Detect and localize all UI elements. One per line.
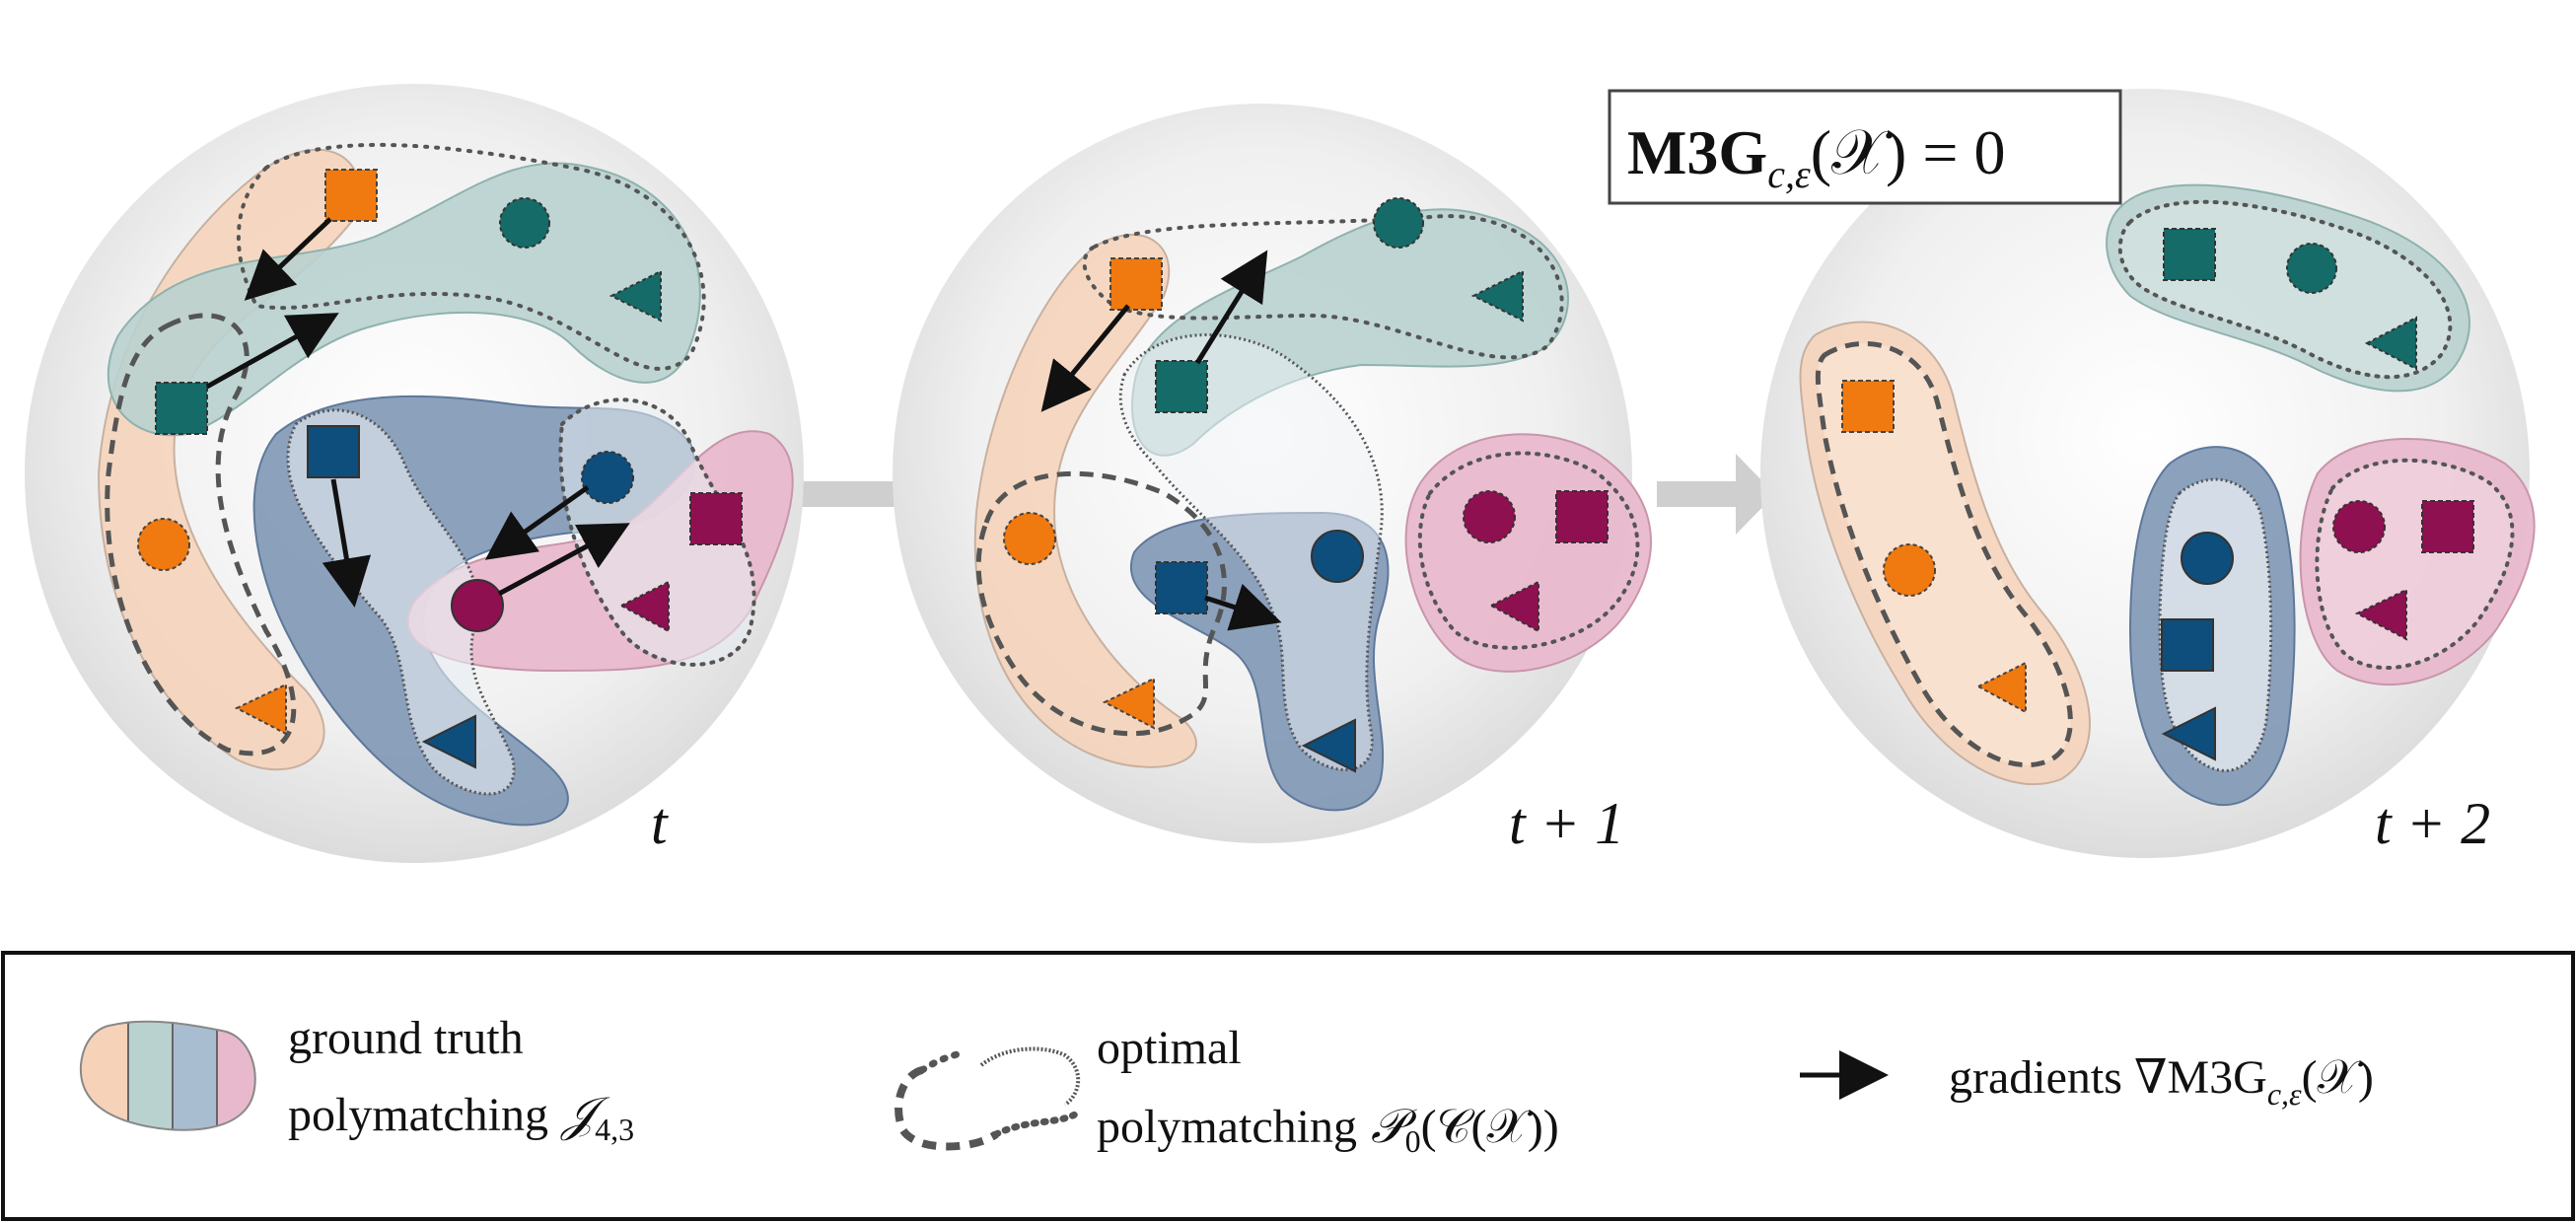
opt-contour-dashed-orange [1815, 340, 2073, 768]
gradient-arrow [322, 478, 372, 608]
point-navy-triangle [1301, 718, 1356, 773]
point-magenta-square [689, 492, 743, 545]
gradient-arrow [205, 313, 339, 390]
point-orange-circle [1883, 543, 1936, 597]
point-orange-circle [137, 518, 190, 571]
point-magenta-circle [1463, 490, 1516, 543]
gradient-arrow [1204, 583, 1282, 631]
point-orange-square [1841, 380, 1895, 433]
panel-t: t [25, 84, 804, 863]
opt-contour-dotted-top [236, 142, 706, 371]
legend-ground-truth-sub: 4,3 [595, 1112, 634, 1147]
legend-optimal-line1: optimal [1097, 1022, 1242, 1074]
opt-contour-solid-center [286, 408, 516, 796]
point-teal-circle [499, 197, 550, 249]
panel-t-plus-1: t + 1 [893, 104, 1652, 856]
gradient-arrow [484, 484, 590, 560]
gt-blob-magenta [1404, 433, 1652, 673]
opt-contour-dashed-left [105, 313, 297, 756]
point-magenta-triangle [2354, 588, 2407, 641]
legend-optimal-line2: polymatching [1097, 1101, 1357, 1153]
panel-label-t-plus-1: t + 1 [1509, 791, 1624, 856]
transition-bar-2 [1657, 481, 1746, 507]
point-magenta-circle [2332, 500, 2386, 553]
gradient-arrow [497, 523, 630, 597]
point-teal-circle [1373, 197, 1424, 249]
point-navy-circle [1311, 530, 1364, 583]
legend-gradients-text: gradients ∇M3G [1949, 1051, 2267, 1104]
point-navy-square [1155, 561, 1208, 614]
panel-t-plus-2: t + 2 [1760, 89, 2536, 858]
point-orange-triangle [234, 683, 287, 736]
point-navy-square [2161, 618, 2214, 672]
point-orange-triangle [1102, 677, 1155, 730]
point-orange-circle [1003, 512, 1056, 565]
equation-box: M3Gc,ε(𝒳) = 0 [1608, 89, 2122, 205]
optimal-contour-swatch-icon [894, 1046, 1081, 1151]
point-navy-square [307, 425, 360, 478]
gradient-arrow [1194, 250, 1268, 365]
transition-arrowhead-2 [1736, 454, 1775, 535]
transition-bar-1 [794, 481, 902, 507]
panel-label-t: t [651, 791, 669, 856]
point-navy-circle [2181, 532, 2234, 585]
point-orange-square [324, 169, 378, 222]
opt-contour-solid-center [1118, 333, 1384, 771]
point-teal-triangle [1470, 269, 1524, 323]
point-magenta-circle [451, 579, 504, 632]
point-magenta-square [1555, 490, 1609, 543]
point-navy-triangle [421, 714, 476, 769]
point-orange-square [1109, 257, 1163, 311]
point-teal-square [1155, 360, 1208, 413]
legend-optimal-arg: (𝒞(𝒳)) [1421, 1101, 1559, 1153]
opt-contour-dotted-right [1417, 451, 1640, 650]
point-magenta-triangle [1488, 580, 1539, 633]
legend-optimal-sub: 0 [1405, 1123, 1421, 1159]
point-teal-square [155, 382, 208, 435]
equation-prefix: M3G [1627, 117, 1767, 187]
legend-frame [1, 951, 2575, 1221]
point-teal-triangle [2364, 316, 2417, 371]
opt-contour-dotted-top [1082, 214, 1564, 360]
point-teal-triangle [608, 269, 662, 323]
equation-subscript: c,ε [1767, 152, 1811, 196]
opt-contour-dashed-left [975, 470, 1227, 737]
svg-text:gradients ∇M3Gc,ε(𝒳): gradients ∇M3Gc,ε(𝒳) [1949, 1051, 2374, 1112]
legend-ground-truth-line2: polymatching [288, 1089, 548, 1141]
legend-gradients-arg: (𝒳) [2302, 1051, 2374, 1104]
gradient-arrow [244, 217, 332, 301]
gt-blob-orange [973, 234, 1197, 768]
point-magenta-square [2421, 500, 2474, 553]
point-orange-triangle [1975, 661, 2027, 714]
point-magenta-triangle [618, 580, 670, 633]
point-teal-circle [2286, 243, 2337, 294]
legend-ground-truth-line1: ground truth [288, 1012, 524, 1064]
point-navy-triangle [2161, 706, 2216, 761]
point-teal-square [2163, 228, 2216, 281]
point-navy-circle [581, 451, 634, 504]
panel-label-t-plus-2: t + 2 [2375, 791, 2490, 856]
legend-gradients-sub: c,ε [2267, 1076, 2302, 1112]
svg-text:M3Gc,ε(𝒳) = 0: M3Gc,ε(𝒳) = 0 [1627, 117, 2005, 196]
equation-argument: (𝒳) = 0 [1811, 117, 2006, 187]
gradient-arrow [1040, 304, 1130, 412]
